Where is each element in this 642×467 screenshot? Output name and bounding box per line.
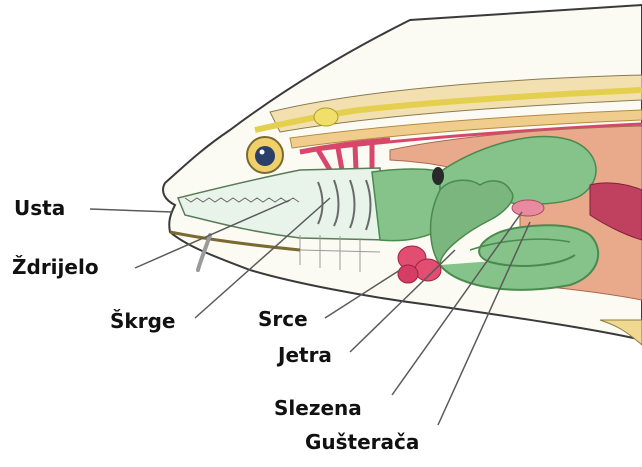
label-gusteraca: Gušterača [305, 432, 419, 452]
leader-usta [90, 209, 172, 212]
label-jetra: Jetra [278, 345, 332, 365]
pupil [255, 146, 275, 166]
spleen [512, 200, 544, 216]
label-zdrijelo: Ždrijelo [12, 257, 99, 277]
brain [314, 108, 338, 126]
label-skrge: Škrge [110, 311, 175, 331]
label-usta: Usta [14, 198, 65, 218]
label-srce: Srce [258, 309, 308, 329]
label-slezena: Slezena [274, 398, 362, 418]
